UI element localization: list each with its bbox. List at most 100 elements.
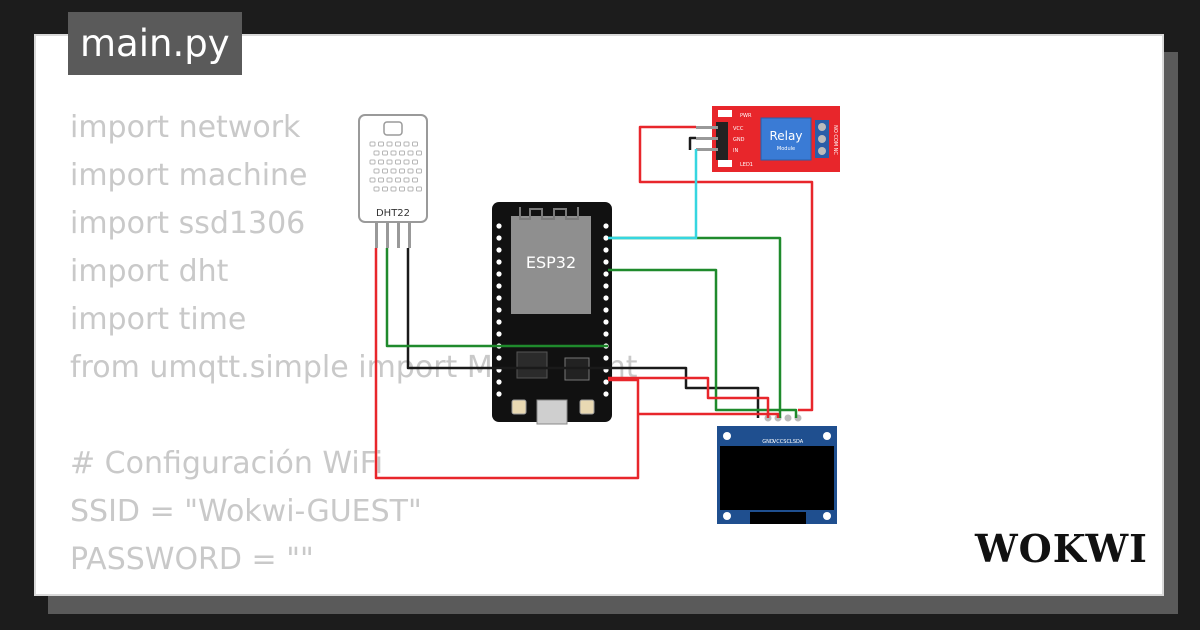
grille-slot xyxy=(390,168,397,174)
esp32-pin xyxy=(603,331,609,337)
relay-coil xyxy=(760,117,812,161)
esp32-pin xyxy=(603,247,609,253)
esp32-pin xyxy=(496,391,502,397)
esp32-pin xyxy=(603,283,609,289)
grille-slot xyxy=(403,141,410,147)
esp32-pin xyxy=(603,379,609,385)
grille-slot xyxy=(399,186,405,192)
wire-red xyxy=(374,248,640,480)
esp32-left-pins xyxy=(496,223,502,397)
grille-slot xyxy=(416,150,422,156)
esp32-module xyxy=(511,216,591,314)
grille-slot xyxy=(403,159,410,165)
grille-slot xyxy=(386,141,393,147)
regulator-chip xyxy=(516,351,548,379)
code-line: import time xyxy=(70,302,247,337)
oled-screen xyxy=(720,446,834,510)
boot-button[interactable] xyxy=(579,399,595,415)
grille-slot xyxy=(386,177,393,183)
esp32-pin xyxy=(603,271,609,277)
esp32-pin xyxy=(603,223,609,229)
relay-pin xyxy=(696,126,718,129)
esp32-pin xyxy=(603,307,609,313)
led1-label: LED1 xyxy=(740,162,753,168)
esp32-pin xyxy=(603,295,609,301)
mount-hole xyxy=(823,512,831,520)
grille-slot xyxy=(412,177,418,183)
esp32-pin xyxy=(603,319,609,325)
esp32-pin xyxy=(603,259,609,265)
pwr-led xyxy=(718,110,732,117)
wire-green xyxy=(385,248,608,348)
esp32-pin xyxy=(496,379,502,385)
led1 xyxy=(718,160,732,167)
code-line: SSID = "Wokwi-GUEST" xyxy=(70,494,422,529)
usb-port xyxy=(536,399,568,425)
reset-button[interactable] xyxy=(511,399,527,415)
esp32-label: ESP32 xyxy=(526,253,576,272)
dht22-pin xyxy=(397,222,400,248)
relay-pin-label: IN xyxy=(733,148,738,154)
grille-slot xyxy=(386,159,393,165)
dht22-label: DHT22 xyxy=(376,208,410,219)
oled-display[interactable]: GND VCC SCL SDA xyxy=(717,414,837,525)
dht22-pin xyxy=(386,222,389,248)
grille-slot xyxy=(373,150,380,156)
relay-pin xyxy=(696,148,718,151)
relay-title: Relay xyxy=(770,129,803,143)
code-line: import machine xyxy=(70,158,308,193)
dht22-sensor[interactable]: DHT22 xyxy=(358,114,428,248)
wires xyxy=(374,125,814,480)
grille-slot xyxy=(416,186,422,192)
grille-slot xyxy=(369,159,376,165)
dht22-pin xyxy=(408,222,411,248)
grille-slot xyxy=(412,159,418,165)
dht22-pin xyxy=(375,222,378,248)
wire-green xyxy=(608,268,798,418)
mount-hole xyxy=(823,432,831,440)
oled-pin-label: SDA xyxy=(793,439,804,445)
esp32-pin xyxy=(496,247,502,253)
mount-hole xyxy=(723,512,731,520)
esp32-pin xyxy=(603,355,609,361)
mount-hole xyxy=(723,432,731,440)
code-line: PASSWORD = "" xyxy=(70,542,314,577)
file-name-tab[interactable]: main.py xyxy=(68,12,242,75)
terminal-screw xyxy=(818,135,826,143)
relay-header xyxy=(716,122,728,160)
relay-module[interactable]: Relay Module NO COM NC PWR LED1 VCC GND … xyxy=(696,106,840,172)
wire-cyan xyxy=(608,149,698,240)
esp32-pin xyxy=(496,283,502,289)
code-line: # Configuración WiFi xyxy=(70,446,384,481)
relay-terminal-labels: NO COM NC xyxy=(832,125,838,155)
oled-pin-label: VCC xyxy=(773,439,784,445)
code-line: import dht xyxy=(70,254,229,289)
grille-slot xyxy=(395,159,401,165)
grille-slot xyxy=(416,168,422,174)
esp32-pin xyxy=(496,319,502,325)
esp32-pin xyxy=(496,331,502,337)
grille-slot xyxy=(395,177,401,183)
esp32-pin xyxy=(496,223,502,229)
esp32-pin xyxy=(496,271,502,277)
grille-slot xyxy=(378,177,384,183)
dht22-grille xyxy=(369,141,422,192)
grille-slot xyxy=(369,141,376,147)
wokwi-logo: WOKWI xyxy=(975,526,1148,571)
oled-pin-label: GND xyxy=(762,439,774,445)
grille-slot xyxy=(399,168,405,174)
relay-pin xyxy=(696,137,718,140)
grille-slot xyxy=(403,177,410,183)
grille-slot xyxy=(382,150,388,156)
esp32-right-pins xyxy=(603,223,609,397)
antenna-trace xyxy=(519,207,579,220)
esp32-board[interactable]: ESP32 xyxy=(492,202,612,425)
grille-slot xyxy=(382,168,388,174)
oled-ribbon xyxy=(750,512,806,524)
wire-black xyxy=(688,136,696,150)
esp32-pin xyxy=(496,355,502,361)
grille-slot xyxy=(390,150,397,156)
terminal-screw xyxy=(818,123,826,131)
grille-slot xyxy=(373,186,380,192)
grille-slot xyxy=(382,186,388,192)
